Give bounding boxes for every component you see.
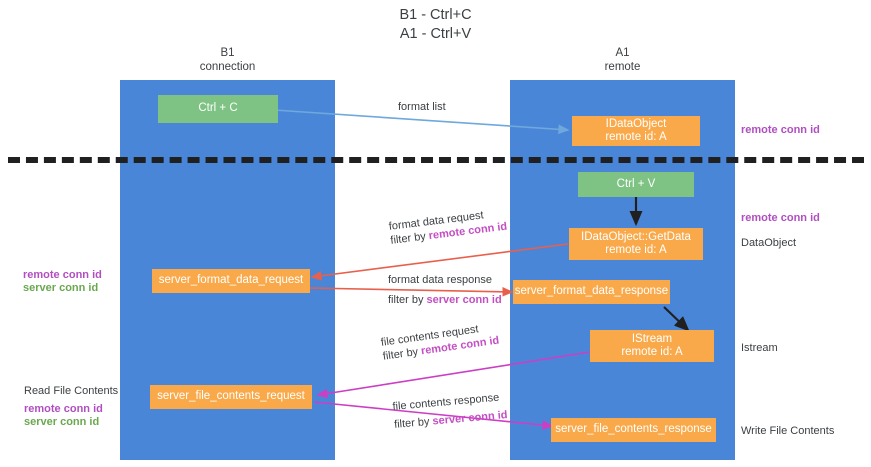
- annotation-left-remote-conn-id-2: remote conn id: [24, 403, 103, 415]
- box-server-format-data-request[interactable]: server_format_data_request: [152, 269, 310, 293]
- annotation-istream: Istream: [741, 342, 778, 354]
- annotation-remote-conn-id-top: remote conn id: [741, 124, 820, 136]
- filter-key: server conn id: [432, 409, 508, 428]
- box-idataobject[interactable]: IDataObject remote id: A: [572, 116, 700, 146]
- box-server-format-data-response[interactable]: server_format_data_response: [513, 280, 670, 304]
- page-title: B1 - Ctrl+C A1 - Ctrl+V: [399, 7, 472, 42]
- box-idataobject-getdata[interactable]: IDataObject::GetData remote id: A: [569, 228, 703, 260]
- label-format-data-request-group: format data request filter by remote con…: [388, 206, 508, 248]
- label-file-contents-request-group: file contents request filter by remote c…: [380, 320, 500, 364]
- annotation-remote-conn-id-mid: remote conn id: [741, 212, 820, 224]
- annotation-read-file-contents: Read File Contents: [24, 385, 119, 397]
- annotation-dataobject: DataObject: [741, 237, 797, 249]
- box-ctrl-v[interactable]: Ctrl + V: [578, 172, 694, 197]
- box-istream[interactable]: IStream remote id: A: [590, 330, 714, 362]
- annotation-left-remote-conn-id: remote conn id: [23, 269, 102, 281]
- section-divider: [8, 157, 864, 163]
- label-file-contents-response-group: file contents response filter by server …: [392, 390, 508, 432]
- filter-prefix: filter by: [388, 294, 427, 306]
- filter-key: server conn id: [426, 294, 502, 306]
- annotation-left-server-conn-id: server conn id: [23, 282, 99, 294]
- label-format-data-response-filter: filter by server conn id: [388, 293, 502, 307]
- filter-prefix: filter by: [389, 230, 430, 247]
- box-server-file-contents-response[interactable]: server_file_contents_response: [551, 418, 716, 442]
- annotation-write-file-contents: Write File Contents: [741, 425, 835, 437]
- box-server-file-contents-request[interactable]: server_file_contents_request: [150, 385, 312, 409]
- label-format-data-response: format data response: [388, 274, 492, 286]
- box-ctrl-c[interactable]: Ctrl + C: [158, 95, 278, 123]
- filter-prefix: filter by: [382, 345, 422, 363]
- annotation-left-server-conn-id-2: server conn id: [24, 416, 100, 428]
- filter-prefix: filter by: [393, 415, 434, 431]
- label-format-list: format list: [398, 101, 446, 113]
- label-format-data-response-group: format data response filter by server co…: [388, 273, 502, 307]
- lane-header-b1: B1 connection: [199, 47, 256, 73]
- lane-header-a1: A1 remote: [604, 47, 641, 73]
